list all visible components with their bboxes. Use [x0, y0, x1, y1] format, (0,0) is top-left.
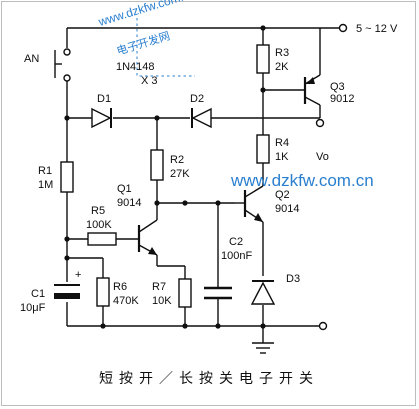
- resistor-r2: [150, 149, 164, 181]
- resistor-r1: [60, 161, 74, 193]
- capacitor-c2: [204, 286, 232, 300]
- vo-label: Vo: [316, 151, 329, 163]
- terminals: [315, 23, 348, 331]
- diagram-title: 短按开／长按关电子开关: [99, 371, 319, 387]
- pushbutton-an: [54, 45, 71, 85]
- q2-val: 9014: [275, 203, 299, 215]
- resistor-r6: [96, 277, 110, 307]
- r1-ref: R1: [38, 165, 52, 177]
- r5-ref: R5: [91, 205, 105, 217]
- resistor-r7: [178, 278, 192, 308]
- c1-val: 10μF: [20, 302, 46, 314]
- watermark-url-top: www.dzkfw.com.cn: [96, 0, 197, 29]
- supply-label: 5 ~ 12 V: [356, 23, 398, 35]
- capacitor-c1: [54, 284, 80, 299]
- c2-ref: C2: [229, 236, 243, 248]
- resistor-r4: [256, 134, 270, 164]
- switch-label: AN: [24, 53, 39, 65]
- r4-ref: R4: [275, 137, 289, 149]
- q1-val: 9014: [117, 197, 141, 209]
- r2-val: 27K: [170, 168, 190, 180]
- r6-ref: R6: [113, 281, 127, 293]
- q3-ref: Q3: [330, 81, 345, 93]
- r7-ref: R7: [152, 281, 166, 293]
- r3-ref: R3: [275, 47, 289, 59]
- watermark-url-mid: www.dzkfw.com.cn: [230, 171, 374, 190]
- diode-d2: [191, 107, 212, 129]
- q3-val: 9012: [330, 93, 354, 105]
- r6-val: 470K: [113, 295, 139, 307]
- diode-d1: [91, 107, 112, 129]
- ground-icon: [252, 342, 274, 354]
- c1-polarity: +: [75, 269, 81, 281]
- transistor-q1: [137, 219, 158, 256]
- d3-label: D3: [286, 273, 300, 285]
- r7-val: 10K: [152, 295, 172, 307]
- diode-part-label: 1N4148: [116, 61, 155, 73]
- q1-ref: Q1: [117, 183, 132, 195]
- watermark-cn-top: 电子开发网: [115, 28, 172, 57]
- q2-ref: Q2: [275, 189, 290, 201]
- junction-dots: [64, 25, 266, 329]
- diode-qty-label: X 3: [141, 75, 158, 87]
- diode-d3: [250, 280, 276, 305]
- r1-val: 1M: [38, 179, 53, 191]
- r3-val: 2K: [275, 61, 289, 73]
- d2-label: D2: [190, 93, 204, 105]
- r5-val: 100K: [86, 219, 112, 231]
- d1-label: D1: [97, 93, 111, 105]
- transistor-q3: [303, 74, 321, 106]
- c2-val: 100nF: [221, 250, 252, 262]
- transistor-q2: [235, 185, 264, 223]
- r2-ref: R2: [170, 154, 184, 166]
- resistor-r5: [87, 232, 117, 246]
- c1-ref: C1: [31, 288, 45, 300]
- labels: 5 ~ 12 V AN 1N4148 X 3 D1 D2 R3 2K Q3 90…: [20, 23, 398, 314]
- wires: [66, 27, 340, 343]
- resistor-r3: [256, 44, 270, 74]
- r4-val: 1K: [275, 151, 289, 163]
